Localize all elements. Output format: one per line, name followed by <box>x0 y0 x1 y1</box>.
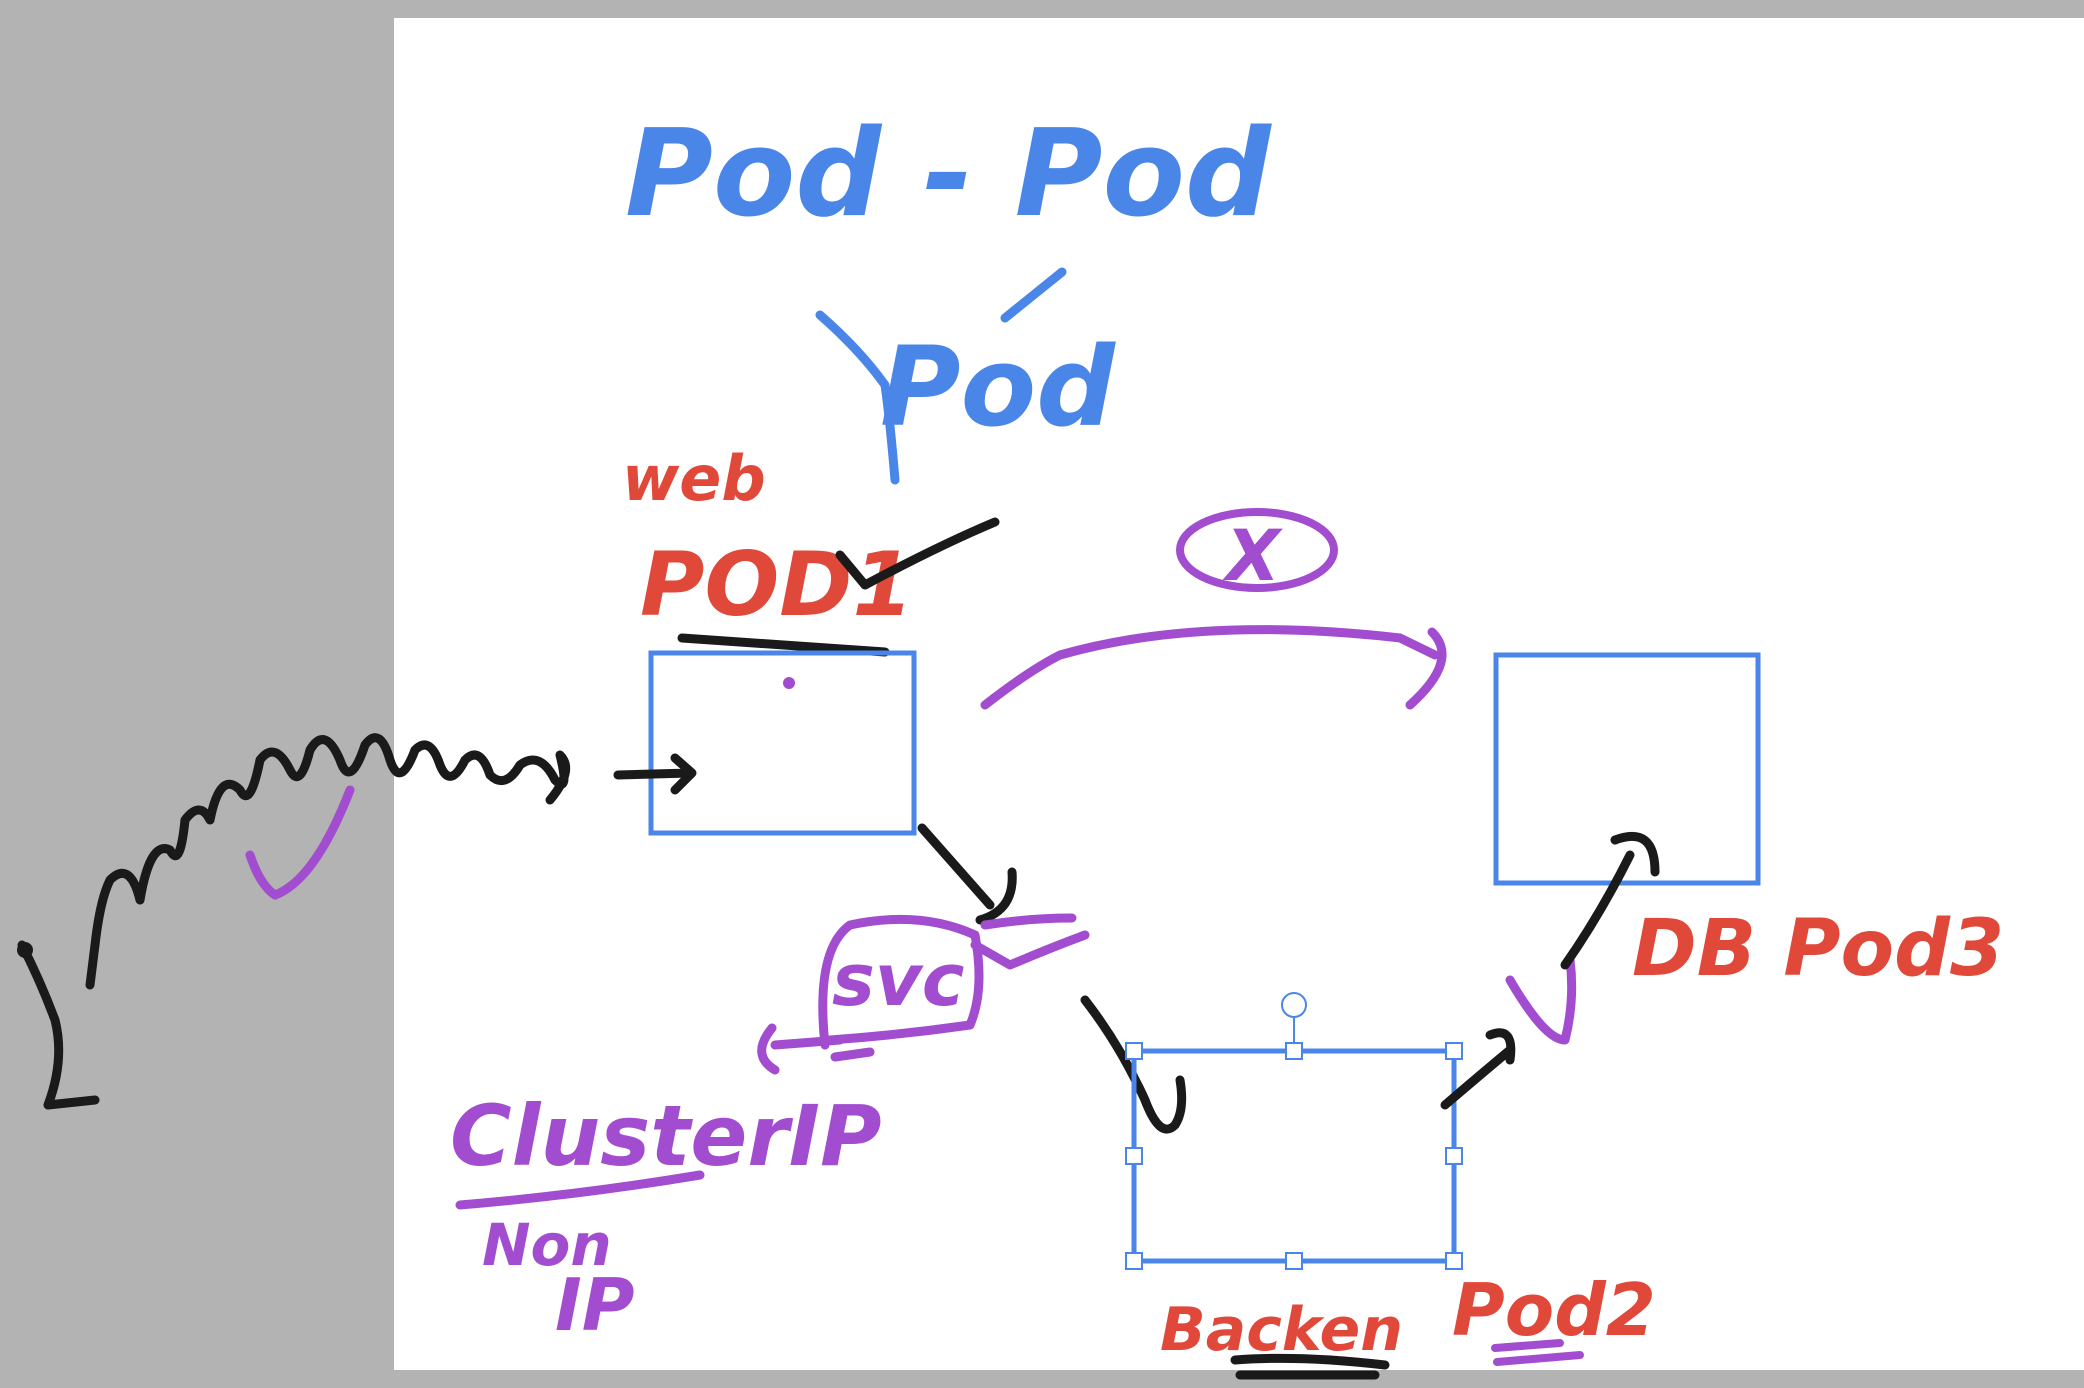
pod1-underline <box>677 633 890 657</box>
whiteboard-page[interactable] <box>394 18 2084 1370</box>
handle-top-middle[interactable] <box>1285 1042 1303 1060</box>
svc-label: svc <box>832 938 964 1022</box>
pod-flourish-stroke <box>1000 267 1067 323</box>
handle-bottom-right[interactable] <box>1445 1252 1463 1270</box>
web-label: web <box>622 442 766 515</box>
person-head-dot <box>17 942 33 958</box>
x-mark: X <box>1222 515 1283 597</box>
handle-middle-left[interactable] <box>1125 1147 1143 1165</box>
non-label: Non <box>482 1211 612 1279</box>
title-text: Pod - Pod <box>625 105 1272 244</box>
svc-to-clusterip-arrow <box>757 1023 875 1075</box>
pod-subtitle-text: Pod <box>880 323 1116 451</box>
v-mark-stroke <box>1505 955 1577 1045</box>
handle-top-right[interactable] <box>1445 1042 1463 1060</box>
x-circle <box>1176 508 1338 592</box>
backend-label: Backen <box>1160 1295 1403 1365</box>
pod2-to-v-arrow <box>1440 1028 1516 1110</box>
pod1-to-svc-arrow <box>917 823 1017 925</box>
check-mark-icon <box>835 517 1000 590</box>
handle-bottom-middle[interactable] <box>1285 1252 1303 1270</box>
svc-flag-stroke <box>970 913 1090 970</box>
v-to-pod3-arrow <box>1560 831 1660 970</box>
db-pod3-label: DB Pod3 <box>1632 904 2004 994</box>
incoming-wavy-line <box>85 733 571 990</box>
purple-check-stroke <box>245 785 355 900</box>
pod2-label: Pod2 <box>1452 1268 1656 1352</box>
handle-bottom-left[interactable] <box>1125 1252 1143 1270</box>
pod1-dot <box>783 677 795 689</box>
backend-underline <box>1230 1353 1390 1380</box>
pod3-arrowhead <box>1405 627 1447 710</box>
handle-top-left[interactable] <box>1125 1042 1143 1060</box>
selection-handles[interactable] <box>1125 1042 1463 1270</box>
svc-to-pod2-arrow <box>1080 995 1187 1134</box>
clusterip-label: ClusterIP <box>450 1087 882 1185</box>
pod1-to-pod3-arrow <box>980 625 1440 710</box>
person-stick-icon <box>17 940 100 1110</box>
ip-label: IP <box>555 1263 635 1347</box>
handle-middle-right[interactable] <box>1445 1147 1463 1165</box>
clusterip-underline <box>455 1170 705 1210</box>
rotate-handle[interactable] <box>1281 992 1307 1018</box>
pod-y-stroke <box>815 310 900 485</box>
pod2-underline <box>1491 1339 1584 1366</box>
pod3-box[interactable] <box>1493 652 1761 886</box>
pod1-box[interactable] <box>648 650 917 836</box>
arrow-into-pod1 <box>613 753 697 795</box>
svc-box <box>818 914 984 1050</box>
